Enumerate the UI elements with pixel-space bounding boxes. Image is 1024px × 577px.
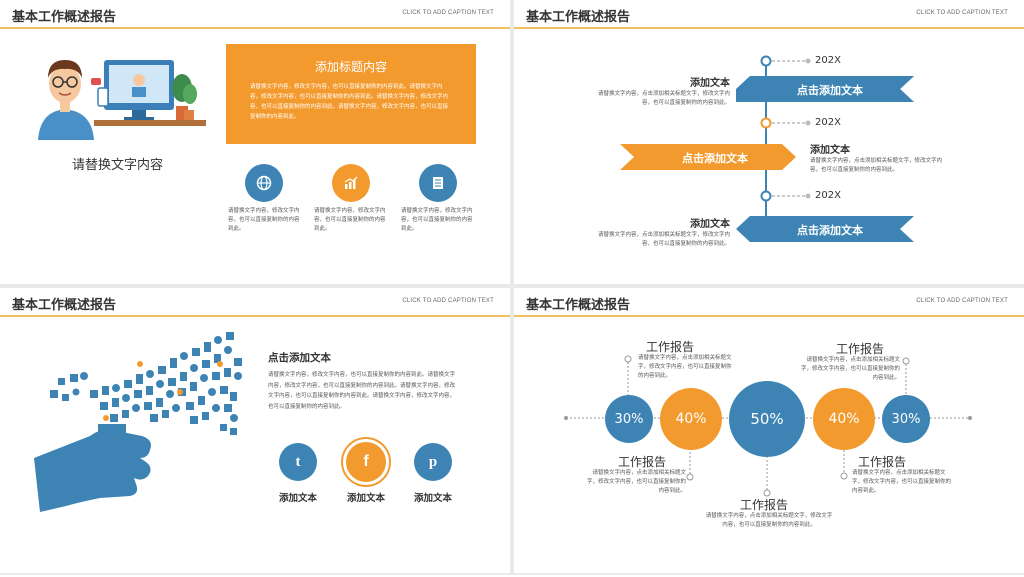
row-text-1[interactable]: 请替换文字内容，点击添加相关标题文字，修改文字内容，也可以直接复制你的内容到此。 — [597, 91, 730, 106]
year-label-3: 202X — [815, 190, 841, 201]
slide-title: 基本工作概述报告 — [12, 10, 117, 25]
twitter-icon: t — [295, 453, 301, 470]
caption-text[interactable]: CLICK TO ADD CAPTION TEXT — [402, 298, 494, 304]
pinterest-button[interactable]: p — [414, 443, 452, 481]
year-label-2: 202X — [815, 117, 841, 128]
slide-3[interactable]: 基本工作概述报告 CLICK TO ADD CAPTION TEXT — [0, 288, 510, 573]
box-title: 添加标题内容 — [314, 60, 387, 74]
item-text-3[interactable]: 请替换文字内容，修改文字内容，也可以直接复制你的内容到此。 — [401, 208, 473, 232]
percent-circle-1[interactable]: 30% — [605, 395, 653, 443]
header-divider — [514, 315, 1024, 317]
box-body: 请替换文字内容，修改文字内容，也可以直接复制你的内容到此。请替换文字内容，修改文… — [250, 84, 449, 120]
row-heading-1[interactable]: 添加文本 — [690, 78, 730, 89]
percent-circle-4[interactable]: 40% — [813, 388, 875, 450]
report-title-2[interactable]: 工作报告 — [618, 455, 667, 469]
caption-text[interactable]: CLICK TO ADD CAPTION TEXT — [402, 10, 494, 16]
slide-1[interactable]: 基本工作概述报告 CLICK TO ADD CAPTION TEXT — [0, 0, 510, 284]
document-icon — [433, 177, 443, 189]
facebook-button[interactable]: f — [343, 439, 389, 485]
caption-text[interactable]: CLICK TO ADD CAPTION TEXT — [916, 10, 1008, 16]
slide-5-edge — [0, 575, 1024, 577]
banner-1[interactable]: 点击添加文本 — [797, 84, 863, 97]
row-text-2[interactable]: 请替换文字内容，点击添加相关标题文字，修改文字内容，也可以直接复制你的内容到此。 — [810, 158, 943, 173]
banner-2[interactable]: 点击添加文本 — [682, 152, 748, 165]
twitter-button[interactable]: t — [279, 443, 317, 481]
item-circle-3[interactable] — [419, 164, 457, 202]
report-text-1[interactable]: 请替换文字内容，点击添加相关标题文字，修改文字内容，也可以直接复制你的内容到此。 — [638, 355, 732, 379]
item-circle-2[interactable] — [332, 164, 370, 202]
person-caption[interactable]: 请替换文字内容 — [72, 158, 164, 173]
chart-icon — [344, 176, 358, 189]
slide-2[interactable]: 基本工作概述报告 CLICK TO ADD CAPTION TEXT 202X … — [514, 0, 1024, 284]
report-title-4[interactable]: 工作报告 — [858, 455, 907, 469]
megaphone-hand-illustration — [34, 332, 242, 512]
title-content-box[interactable]: 添加标题内容 请替换文字内容，修改文字内容，也可以直接复制你的内容到此。请替换文… — [226, 44, 476, 144]
slide-4[interactable]: 基本工作概述报告 CLICK TO ADD CAPTION TEXT 30% 4… — [514, 288, 1024, 573]
slide-title: 基本工作概述报告 — [526, 10, 631, 25]
percent-circle-3[interactable]: 50% — [729, 381, 805, 457]
report-text-3[interactable]: 请替换文字内容，点击添加相关标题文字，修改文字内容，也可以直接复制你的内容到此。 — [705, 513, 833, 528]
caption-text[interactable]: CLICK TO ADD CAPTION TEXT — [916, 298, 1008, 304]
slide-title: 基本工作概述报告 — [12, 298, 117, 313]
social-label-1[interactable]: 添加文本 — [278, 493, 317, 504]
report-title-1[interactable]: 工作报告 — [646, 340, 695, 354]
row-heading-3[interactable]: 添加文本 — [690, 219, 730, 230]
social-label-3[interactable]: 添加文本 — [413, 493, 452, 504]
facebook-icon: f — [363, 453, 369, 470]
row-heading-2[interactable]: 添加文本 — [810, 145, 850, 156]
person-at-computer-illustration — [38, 60, 206, 140]
banner-3[interactable]: 点击添加文本 — [797, 224, 863, 237]
globe-icon — [256, 175, 272, 191]
item-circle-1[interactable] — [245, 164, 283, 202]
timeline-graphic — [620, 55, 914, 242]
content-heading[interactable]: 点击添加文本 — [268, 352, 331, 364]
year-label-1: 202X — [815, 55, 841, 66]
pinterest-icon: p — [428, 453, 438, 470]
row-text-3[interactable]: 请替换文字内容，点击添加相关标题文字，修改文字内容，也可以直接复制你的内容到此。 — [597, 232, 730, 247]
header-divider — [514, 27, 1024, 29]
report-text-2[interactable]: 请替换文字内容，点击添加相关标题文字，修改文字内容，也可以直接复制你的内容到此。 — [586, 470, 686, 494]
percent-circle-2[interactable]: 40% — [660, 388, 722, 450]
report-text-5[interactable]: 请替换文字内容，点击添加相关标题文字，修改文字内容，也可以直接复制你的内容到此。 — [800, 357, 900, 381]
percent-circle-5[interactable]: 30% — [882, 395, 930, 443]
header-divider — [0, 315, 510, 317]
report-text-4[interactable]: 请替换文字内容，点击添加相关标题文字，修改文字内容，也可以直接复制你的内容到此。 — [852, 470, 952, 494]
social-label-2[interactable]: 添加文本 — [346, 493, 385, 504]
header-divider — [0, 27, 510, 29]
slide-title: 基本工作概述报告 — [526, 298, 631, 313]
report-title-3[interactable]: 工作报告 — [740, 498, 789, 512]
item-text-2[interactable]: 请替换文字内容，修改文字内容，也可以直接复制你的内容到此。 — [314, 208, 386, 232]
item-text-1[interactable]: 请替换文字内容，修改文字内容，也可以直接复制你的内容到此。 — [228, 208, 300, 232]
report-title-5[interactable]: 工作报告 — [836, 342, 885, 356]
content-body[interactable]: 请替换文字内容，修改文字内容，也可以直接复制你的内容到此。请替换文字内容，修改文… — [268, 372, 456, 410]
